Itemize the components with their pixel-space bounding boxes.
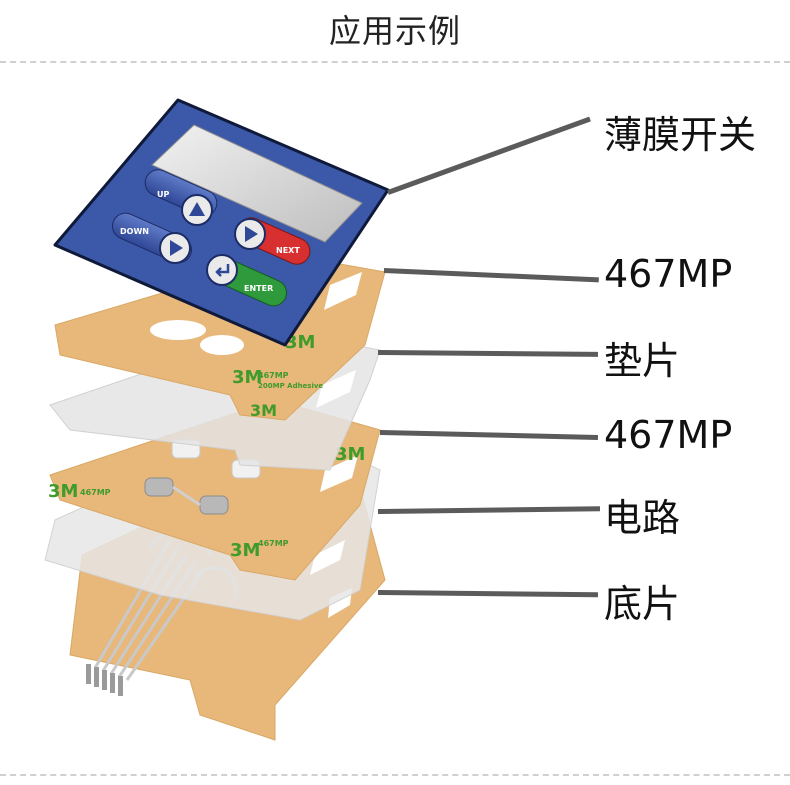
layer-label-adhesive-bottom: 467MP [604,413,732,457]
up-button-label: UP [157,190,169,199]
adhesive-desc-mark: 200MP Adhesive [258,382,323,390]
adhesive-brand-mark: 3M [250,401,277,420]
adhesive-product-mark: 467MP [80,488,111,497]
adhesive-brand-mark: 3M [230,540,260,561]
layer-label-base: 底片 [604,573,680,628]
adhesive-product-mark: 467MP [258,539,289,548]
enter-button-label: ENTER [244,284,273,293]
layer-label-adhesive-top: 467MP [604,252,732,296]
layer-label-spacer: 垫片 [604,330,680,385]
adhesive-product-mark: 467MP [258,371,289,380]
layer-label-membrane: 薄膜开关 [604,104,756,159]
adhesive-brand-mark: 3M [48,481,78,502]
next-button-label: NEXT [276,246,300,255]
layer-label-circuit: 电路 [604,487,680,542]
down-button-label: DOWN [120,227,149,236]
